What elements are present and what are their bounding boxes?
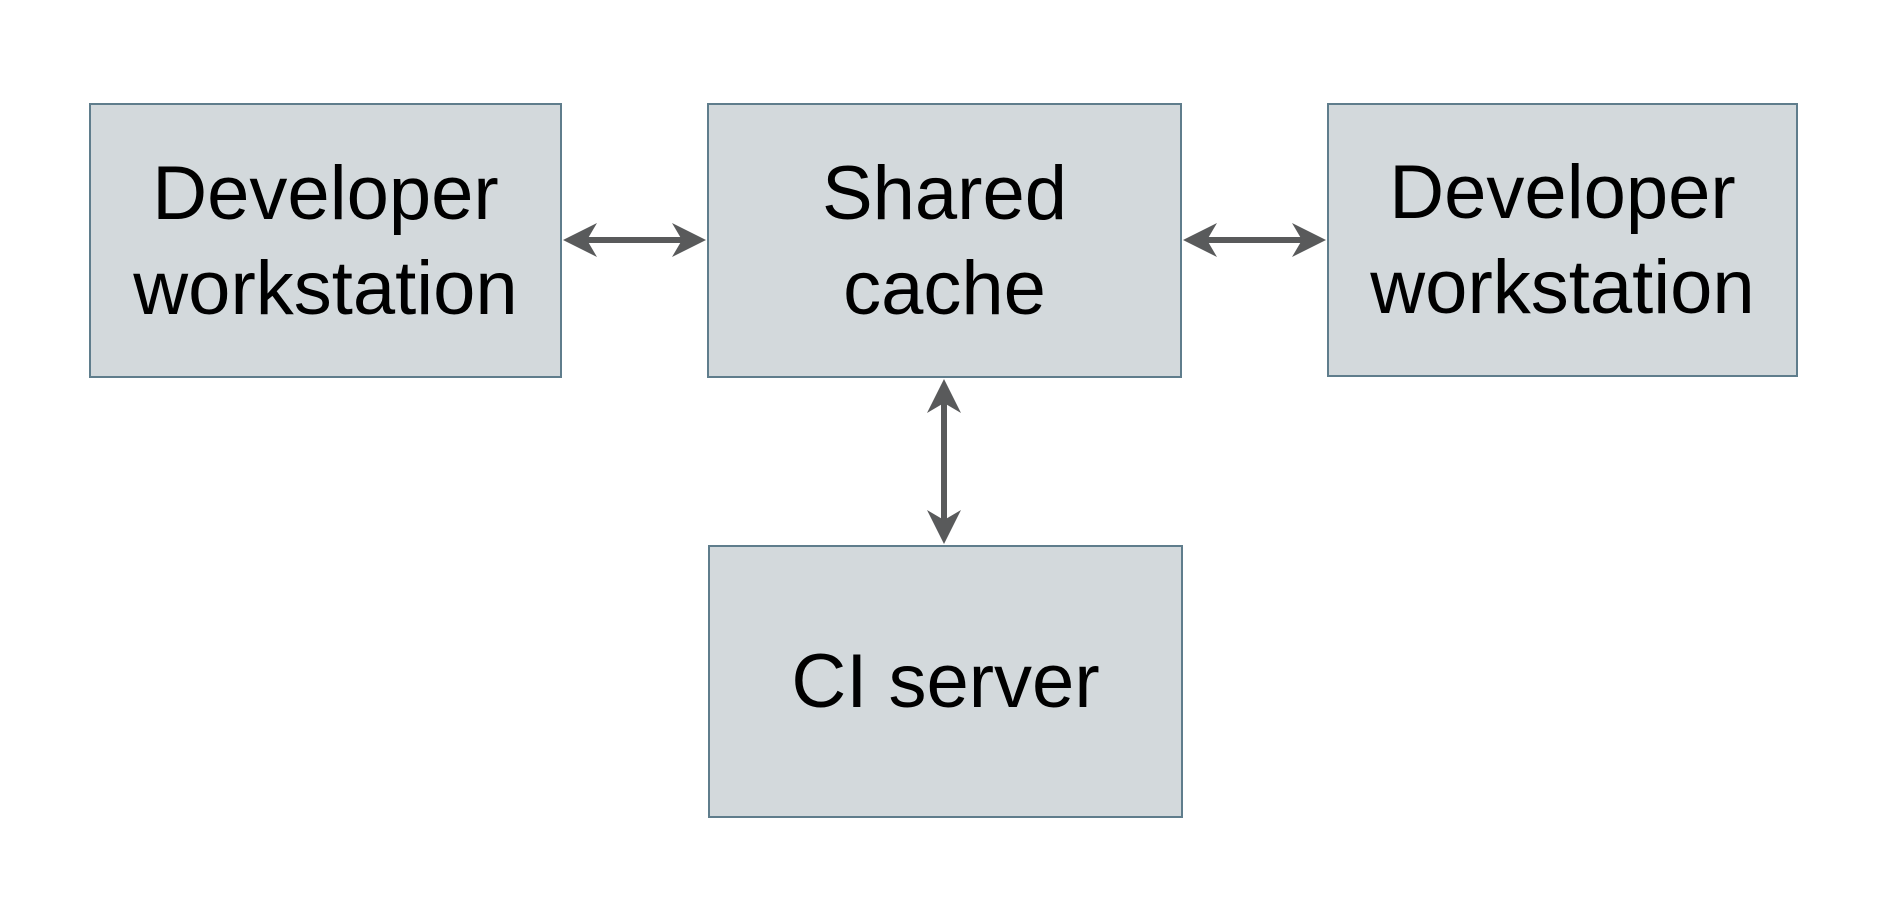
node-label: Developer workstation xyxy=(1370,150,1755,330)
node-label: Shared cache xyxy=(821,150,1068,331)
bidirectional-arrow-cache-to-ci-server xyxy=(922,378,966,545)
node-label: Developer workstation xyxy=(133,150,518,331)
node-shared-cache: Shared cache xyxy=(707,103,1182,378)
bidirectional-arrow-cache-to-workstation-right xyxy=(1182,218,1327,262)
double-headed-arrow-icon xyxy=(1183,223,1326,257)
double-headed-arrow-icon xyxy=(563,223,706,257)
node-developer-workstation-right: Developer workstation xyxy=(1327,103,1798,377)
node-ci-server: CI server xyxy=(708,545,1183,818)
double-headed-arrow-icon xyxy=(927,379,961,544)
bidirectional-arrow-workstation-left-to-cache xyxy=(562,218,707,262)
node-label: CI server xyxy=(791,639,1100,724)
node-developer-workstation-left: Developer workstation xyxy=(89,103,562,378)
